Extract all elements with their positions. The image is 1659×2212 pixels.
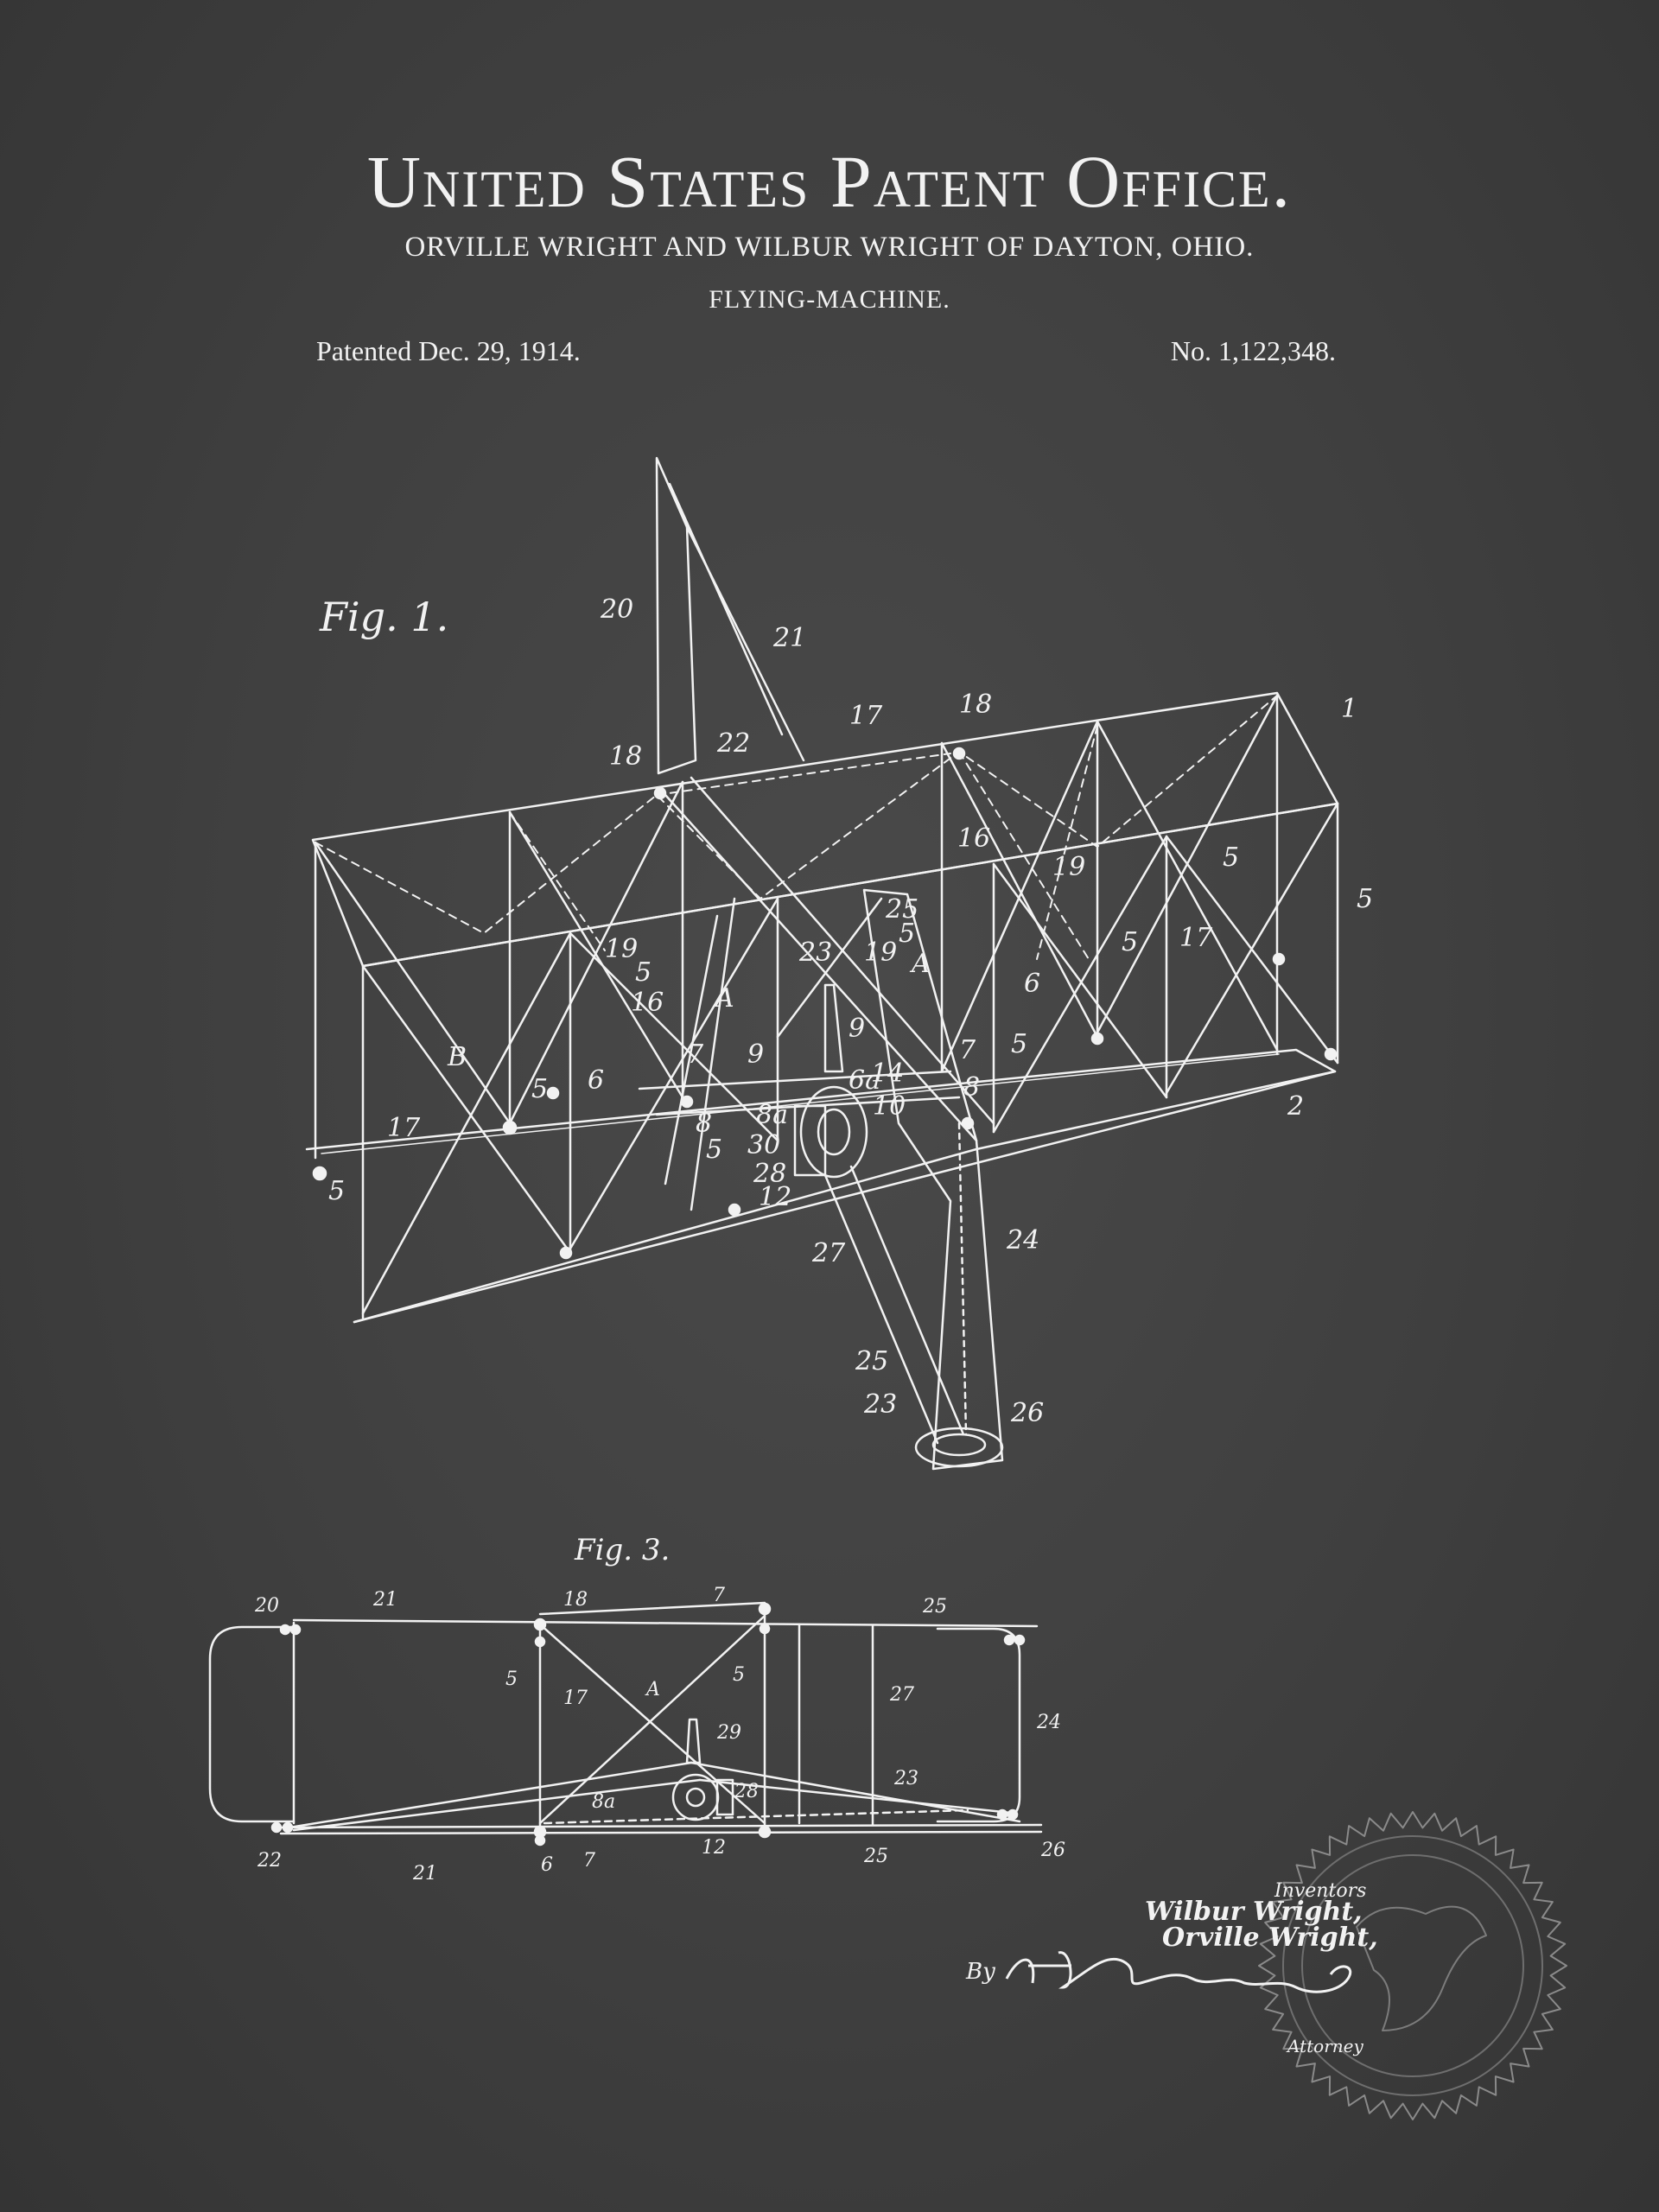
fig1-label: 2 (1287, 1091, 1304, 1122)
fig1-label: 19 (1052, 852, 1085, 882)
fig1-label: 24 (1006, 1225, 1039, 1255)
fig3-caption: Fig. 3. (574, 1533, 670, 1567)
fig3-label: 29 (716, 1722, 741, 1744)
fig1-label: 20 (600, 594, 633, 625)
fig1-label: 7 (687, 1039, 704, 1070)
fig3-label: 23 (893, 1768, 918, 1789)
fig1-labels: Fig. 1. 20 21 17 18 1 18 22 16 19 5 5 25… (319, 594, 1373, 1428)
fig1-label: 9 (849, 1014, 865, 1044)
fig1-label: 6 (588, 1065, 604, 1096)
fig1-label: A (909, 949, 931, 979)
attorney-heading: Attorney (1286, 2036, 1363, 2056)
fig1-label: 22 (716, 728, 750, 759)
fig1-label: 5 (899, 918, 915, 949)
fig3-label: 7 (583, 1850, 595, 1872)
fig1-label: 5 (706, 1135, 722, 1165)
fig1-propeller-hub (914, 1427, 1004, 1468)
fig3-label: 27 (889, 1684, 914, 1706)
fig1-label: 17 (387, 1113, 421, 1143)
patent-seal (1258, 1811, 1567, 2120)
fig1-label: 30 (747, 1130, 780, 1160)
fig3-drawing (208, 1601, 1043, 1847)
fig3-label: 25 (922, 1596, 947, 1618)
by-label: By (965, 1959, 995, 1985)
fig3-label: 18 (563, 1589, 588, 1611)
fig3-label: 20 (254, 1595, 279, 1617)
fig3-label: 28 (734, 1781, 759, 1802)
fig1-lower-wing (305, 1048, 1337, 1324)
fig3-label: A (645, 1679, 660, 1700)
fig3-label: 17 (563, 1688, 588, 1709)
fig1-label: 16 (957, 823, 990, 854)
fig1-label: 19 (864, 938, 897, 968)
signature-block: Inventors Wilbur Wright, Orville Wright,… (965, 1880, 1378, 2056)
fig1-label: 21 (772, 623, 806, 653)
fig3-label: 26 (1040, 1840, 1065, 1861)
fig3-label: 5 (505, 1669, 518, 1690)
fig1-label: 5 (1357, 884, 1373, 914)
fig1-label: 8 (696, 1109, 712, 1139)
fig1-label: 27 (811, 1238, 846, 1268)
fig3-label: 6 (541, 1854, 553, 1876)
fig3-label: 8a (592, 1791, 615, 1813)
fig1-label: 26 (1010, 1398, 1044, 1428)
patent-number: No. 1,122,348. (1170, 335, 1336, 366)
fig1-label: 23 (863, 1389, 897, 1420)
fig1-label: 14 (871, 1058, 904, 1089)
fig1-label: 23 (798, 938, 832, 968)
fig1-label: 17 (1179, 923, 1213, 953)
fig1-rudder (655, 456, 697, 775)
fig1-label: 5 (531, 1074, 548, 1104)
fig3-label: 22 (257, 1850, 282, 1872)
fig1-label: 8a (756, 1100, 788, 1130)
fig1-label: 19 (605, 934, 638, 964)
fig1-label: 10 (873, 1091, 906, 1122)
attorney-signature (1005, 1951, 1351, 1993)
fig1-label: 5 (635, 957, 652, 988)
fig1-label: 5 (1011, 1029, 1027, 1059)
inventor-orville: Orville Wright, (1162, 1923, 1378, 1953)
fig1-engine (799, 1085, 868, 1179)
fig1-label: 1 (1341, 694, 1357, 724)
fig1-label: 5 (1223, 842, 1239, 873)
fig1-label: A (713, 983, 734, 1014)
fig1-label: 9 (747, 1039, 764, 1070)
fig1-label: 18 (959, 690, 992, 720)
fig3-label: 7 (713, 1585, 725, 1606)
fig1-label: 7 (959, 1035, 976, 1065)
fig1-label: 18 (609, 741, 642, 772)
fig1-label: 6 (1024, 969, 1040, 999)
fig1-label: 25 (885, 894, 918, 925)
page-title: United States Patent Office. (366, 140, 1293, 223)
fig1-label: 8 (963, 1072, 980, 1103)
fig1-label: 28 (753, 1159, 786, 1189)
inventor-wilbur: Wilbur Wright, (1145, 1897, 1363, 1927)
patent-date: Patented Dec. 29, 1914. (316, 335, 581, 366)
inventors-line: ORVILLE WRIGHT AND WILBUR WRIGHT OF DAYT… (404, 232, 1255, 263)
fig1-label: 12 (759, 1182, 791, 1212)
fig1-drawing (305, 456, 1339, 1471)
fig3-label: 12 (702, 1837, 726, 1859)
fig3-label: 5 (733, 1664, 745, 1686)
fig3-label: 21 (372, 1589, 397, 1611)
fig3-label: 24 (1036, 1712, 1061, 1733)
fig1-label: B (447, 1042, 467, 1072)
fig1-label: 5 (328, 1176, 345, 1206)
fig1-caption: Fig. 1. (319, 594, 448, 640)
fig3-labels: Fig. 3. 20 21 18 7 25 5 17 A 5 27 24 29 … (254, 1533, 1065, 1885)
invention-name: FLYING-MACHINE. (709, 285, 950, 314)
fig1-label: 17 (849, 701, 883, 731)
fig1-label: 16 (631, 988, 664, 1018)
fig1-label: 5 (1122, 927, 1138, 957)
fig3-label: 21 (412, 1863, 437, 1885)
fig1-label: 25 (855, 1346, 888, 1376)
fig3-label: 25 (863, 1846, 888, 1867)
inventors-heading: Inventors (1274, 1880, 1366, 1902)
fig1-label: 6a (849, 1065, 880, 1096)
